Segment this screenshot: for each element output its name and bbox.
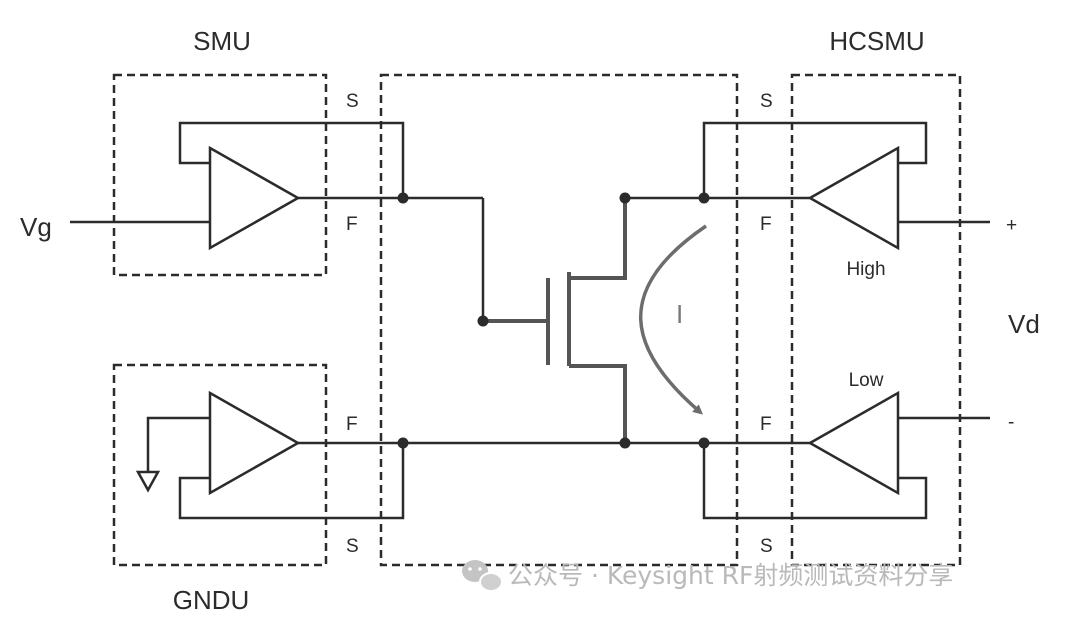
- gndu-label: GNDU: [173, 585, 250, 615]
- junction-dot: [619, 437, 631, 449]
- gndu-force-pin-label: F: [346, 414, 358, 435]
- fixture-box: [379, 73, 739, 567]
- junction-dot: [397, 192, 409, 204]
- hcsmu-top-sense-pin-label: S: [760, 91, 773, 112]
- junction-dot: [397, 437, 409, 449]
- ground-symbol: [135, 470, 161, 493]
- smu-amplifier: [208, 145, 301, 251]
- smu-force-pin-label: F: [346, 214, 358, 235]
- mosfet-source: [569, 364, 627, 443]
- wechat-icon: [462, 560, 503, 592]
- hcsmu-bottom-force-pin-label: F: [760, 414, 772, 435]
- smu-box: [112, 73, 328, 277]
- watermark-text: 公众号 · Keysight RF射频测试资料分享: [508, 561, 953, 590]
- hcsmu-low-sense-wire: [702, 443, 928, 520]
- junction-dot: [619, 192, 631, 204]
- current-label: I: [676, 299, 683, 329]
- gndu-amplifier: [208, 390, 301, 496]
- gndu-box: [112, 363, 328, 567]
- hcsmu-low-amplifier: [807, 390, 900, 496]
- gndu-sense-wire: [178, 443, 405, 520]
- hcsmu-high-amplifier: [807, 145, 900, 251]
- smu-sense-pin-label: S: [346, 91, 359, 112]
- low-label: Low: [849, 370, 884, 391]
- vg-label: Vg: [20, 212, 52, 242]
- vd-label: Vd: [1008, 309, 1040, 339]
- hcsmu-box: [790, 73, 962, 567]
- mosfet: [483, 198, 627, 443]
- plus-terminal-label: +: [1006, 215, 1017, 236]
- smu-sense-wire: [178, 121, 405, 198]
- gndu-sense-pin-label: S: [346, 536, 359, 557]
- hcsmu-label: HCSMU: [829, 26, 924, 56]
- hcsmu-bottom-sense-pin-label: S: [760, 536, 773, 557]
- minus-terminal-label: -: [1008, 412, 1014, 433]
- high-label: High: [846, 259, 885, 280]
- hcsmu-top-force-pin-label: F: [760, 214, 772, 235]
- gndu-ground-wire: [146, 416, 210, 472]
- hcsmu-high-sense-wire: [702, 121, 928, 198]
- smu-label: SMU: [193, 26, 251, 56]
- junction-dot: [477, 315, 489, 327]
- mosfet-drain: [569, 198, 627, 280]
- junction-dot: [698, 192, 710, 204]
- current-arrow: [638, 224, 707, 415]
- junction-dot: [698, 437, 710, 449]
